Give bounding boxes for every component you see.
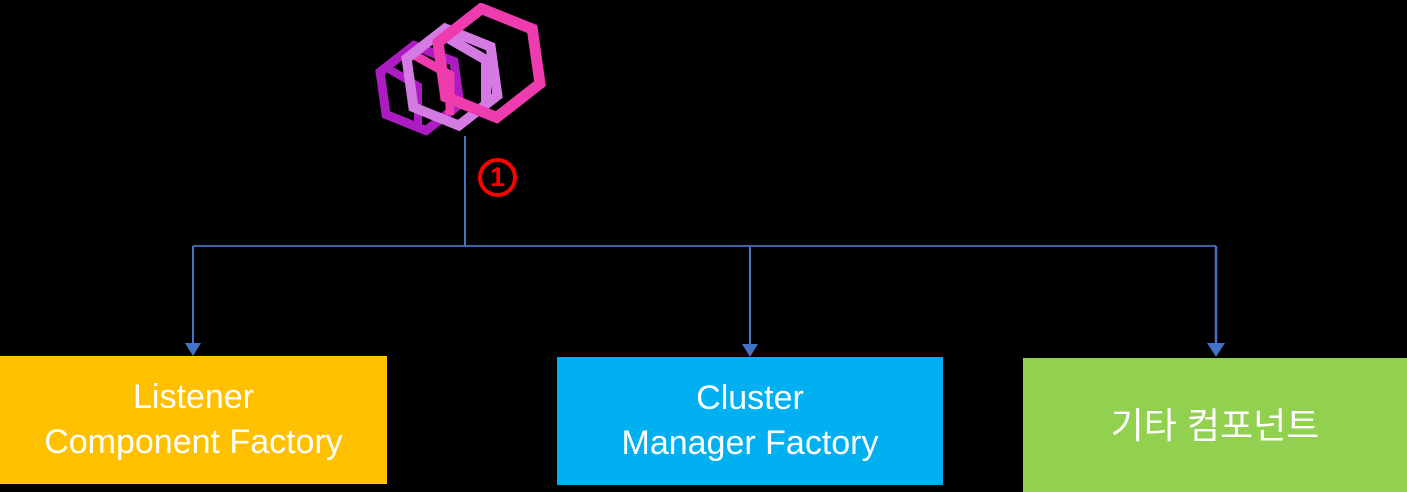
arrowhead-down-icon: [185, 343, 201, 356]
arrowhead-down-icon: [742, 344, 758, 357]
hex-cube-back: [375, 40, 465, 136]
hex-cube-middle: [401, 22, 503, 132]
node-label-line: Listener: [133, 378, 254, 416]
step-1-badge: 1: [478, 158, 517, 197]
arrowhead-down-icon: [1207, 343, 1225, 357]
step-1-badge-label: 1: [489, 162, 506, 192]
node-label-line: Component Factory: [44, 423, 343, 461]
node-cluster-manager-factory: Cluster Manager Factory: [557, 357, 943, 485]
hex-cube-front: [432, 3, 546, 124]
node-label-line: Manager Factory: [621, 424, 879, 462]
node-other-components: 기타 컴포넌트: [1023, 358, 1407, 492]
node-label-line: 기타 컴포넌트: [1110, 404, 1320, 446]
node-listener-component-factory: Listener Component Factory: [0, 356, 387, 484]
hex-cubes-logo-icon: [375, 3, 546, 136]
node-label-line: Cluster: [696, 379, 804, 417]
hex-cube-front-inner-edge: [445, 33, 491, 103]
